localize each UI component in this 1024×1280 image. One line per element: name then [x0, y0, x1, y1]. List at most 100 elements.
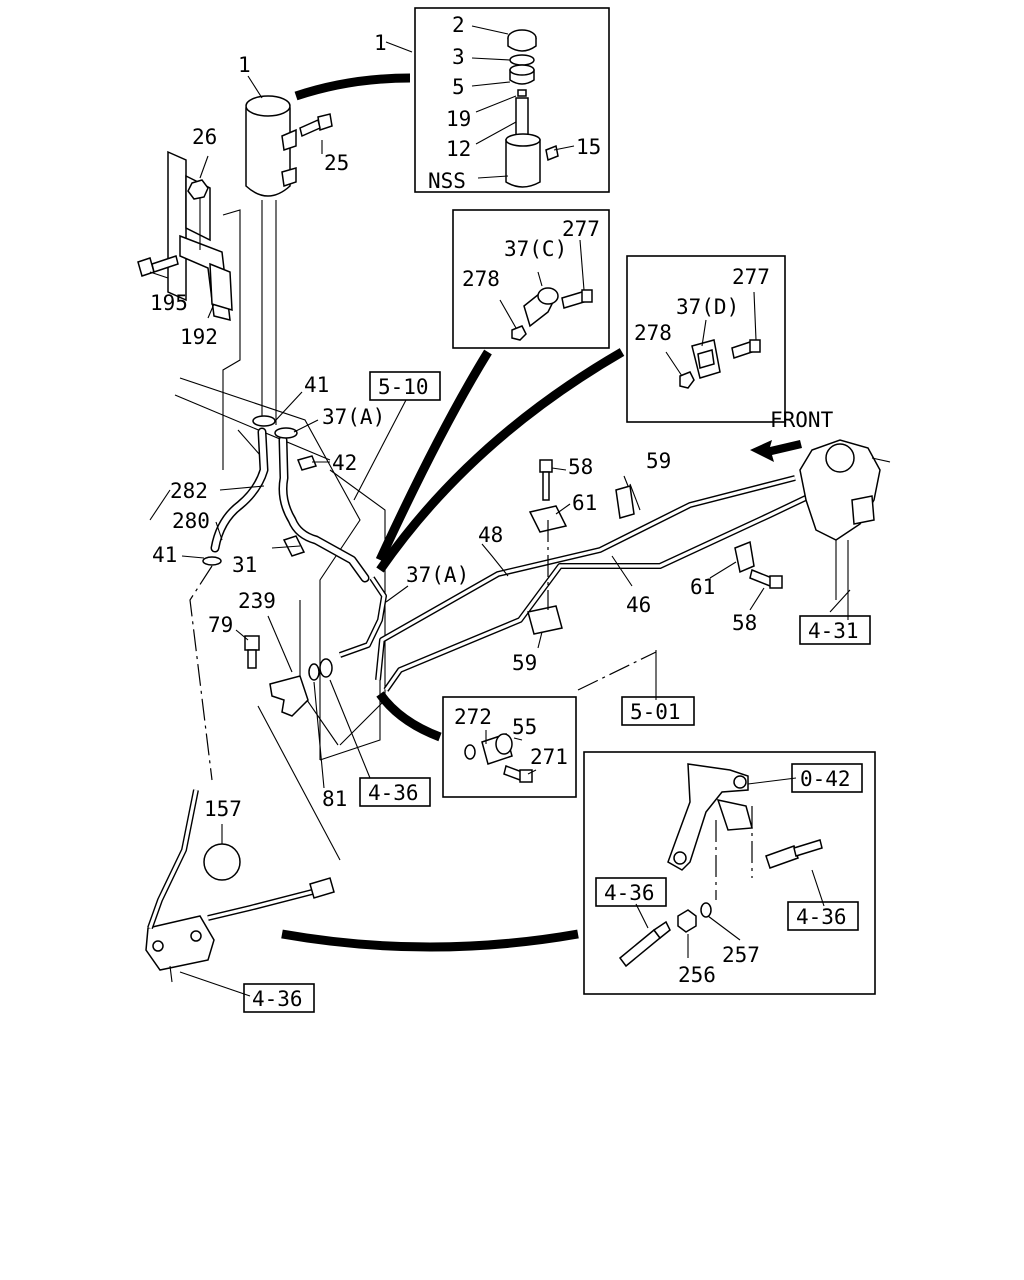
callout-37d: 37(D)	[676, 295, 739, 319]
bolt-58-top-icon	[539, 459, 553, 501]
ref-4-36-mid[interactable]: 4-36	[359, 777, 431, 807]
hose-run-to-pump	[189, 565, 213, 781]
callout-61-top: 61	[572, 491, 597, 515]
callout-arc-reservoir	[294, 73, 411, 101]
hose-bracket-239	[269, 675, 309, 717]
cap-assembly-parts	[505, 29, 559, 188]
pump-suction-pipe	[147, 789, 199, 930]
callout-157: 157	[204, 797, 242, 821]
callout-59-top: 59	[646, 449, 671, 473]
clip-61-right	[734, 540, 755, 574]
callout-1-tank: 1	[238, 53, 251, 77]
callout-280: 280	[172, 509, 210, 533]
pipe-48	[375, 475, 796, 681]
callout-55: 55	[512, 715, 537, 739]
nut-26-icon	[187, 179, 209, 200]
callout-2: 2	[452, 13, 465, 37]
clip-61-top	[528, 505, 568, 533]
callout-arc-37d	[376, 348, 625, 573]
callout-271: 271	[530, 745, 568, 769]
clamp-37d-parts	[679, 339, 761, 389]
front-arrow-icon	[750, 440, 802, 462]
pipe-bend-left	[338, 576, 387, 658]
ref-5-10[interactable]: 5-10	[369, 371, 441, 401]
ref-4-36-inset-left-label: 4-36	[604, 881, 655, 905]
callout-239: 239	[238, 589, 276, 613]
callout-nss: NSS	[428, 169, 466, 193]
steering-gear-box	[799, 439, 891, 620]
callout-277-d: 277	[732, 265, 770, 289]
ref-4-36-bottom-label: 4-36	[252, 987, 303, 1011]
front-label: FRONT	[770, 408, 834, 432]
leader-lines	[149, 25, 851, 997]
callout-41-top: 41	[304, 373, 329, 397]
hose-clamps	[202, 415, 318, 566]
inset-clamp-37d	[626, 255, 786, 423]
inset-clamp-37c	[452, 209, 610, 349]
callout-arc-pump	[281, 929, 579, 952]
ref-5-01[interactable]: 5-01	[621, 696, 695, 726]
inset-reservoir-cap	[414, 7, 610, 193]
pressure-hose-guide	[257, 705, 341, 861]
callout-278-d: 278	[634, 321, 672, 345]
callout-12: 12	[446, 137, 471, 161]
clamp-37c-parts	[511, 287, 593, 341]
ref-0-42[interactable]: 0-42	[791, 763, 863, 793]
pump-pressure-hose	[207, 877, 335, 921]
callout-277-c: 277	[562, 217, 600, 241]
callout-79: 79	[208, 613, 233, 637]
callout-282: 282	[170, 479, 208, 503]
callout-37a-top: 37(A)	[322, 405, 385, 429]
callout-278-c: 278	[462, 267, 500, 291]
ref-4-31-label: 4-31	[808, 619, 859, 643]
fitting-31	[271, 535, 306, 557]
washer-81	[308, 658, 333, 681]
callout-arc-55	[376, 691, 442, 742]
callout-192: 192	[180, 325, 218, 349]
ref-4-36-mid-label: 4-36	[368, 781, 419, 805]
callout-61-right: 61	[690, 575, 715, 599]
callout-256: 256	[678, 963, 716, 987]
callout-42: 42	[332, 451, 357, 475]
clip-59-bottom	[527, 605, 563, 635]
callout-41-left: 41	[152, 543, 177, 567]
callout-1-inset: 1	[374, 31, 387, 55]
ref-5-10-label: 5-10	[378, 375, 429, 399]
power-steering-pump	[145, 915, 215, 983]
ref-4-36-inset-left[interactable]: 4-36	[595, 877, 667, 907]
ref-4-36-bottom[interactable]: 4-36	[243, 983, 315, 1013]
callout-272: 272	[454, 705, 492, 729]
inset-clip-55	[442, 696, 577, 798]
callout-46: 46	[626, 593, 651, 617]
clip-55-parts	[464, 733, 533, 783]
callout-59-bottom: 59	[512, 651, 537, 675]
pipe-46	[383, 492, 814, 692]
ref-4-36-inset-right[interactable]: 4-36	[787, 901, 859, 931]
ref-0-42-label: 0-42	[800, 767, 851, 791]
ref-4-36-inset-right-label: 4-36	[796, 905, 847, 929]
ref-5-01-label: 5-01	[630, 700, 681, 724]
reservoir-tank	[245, 95, 297, 425]
bolt-195-icon	[137, 255, 179, 277]
bolt-25-icon	[299, 113, 333, 138]
callout-58-top: 58	[568, 455, 593, 479]
pump-bracket-parts	[618, 763, 823, 968]
callout-3: 3	[452, 45, 465, 69]
callout-15: 15	[576, 135, 601, 159]
callout-31: 31	[232, 553, 257, 577]
callout-58-right: 58	[732, 611, 757, 635]
bolt-58-right-icon	[749, 568, 783, 589]
callout-37a-mid: 37(A)	[406, 563, 469, 587]
callout-5: 5	[452, 75, 465, 99]
clip-59-top	[615, 475, 635, 519]
ref-4-31[interactable]: 4-31	[799, 615, 871, 645]
callout-48: 48	[478, 523, 503, 547]
hose-282	[278, 435, 370, 583]
o-ring-157-icon	[203, 843, 241, 881]
callout-195: 195	[150, 291, 188, 315]
callout-25: 25	[324, 151, 349, 175]
inset-pump-bracket	[583, 751, 876, 995]
callout-37c: 37(C)	[504, 237, 567, 261]
callout-257: 257	[722, 943, 760, 967]
